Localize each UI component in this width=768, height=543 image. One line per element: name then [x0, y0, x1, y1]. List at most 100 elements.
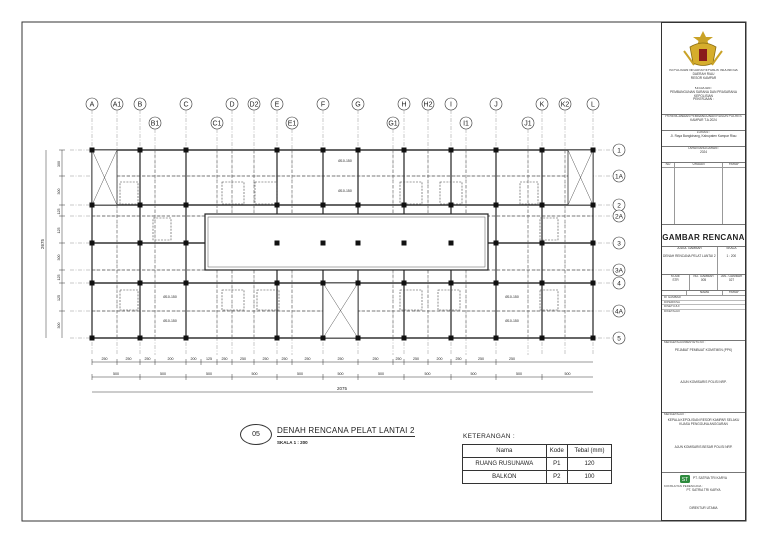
revision-block: NO URAIAN PARAF	[662, 163, 745, 225]
kegiatan-value: PEMBANGUNAN SARANA DAN PRASARANA KEPOLIS…	[670, 89, 737, 98]
grid-label-column: D2	[250, 102, 259, 109]
column	[448, 240, 454, 246]
dimension-bottom-1: 250	[282, 357, 288, 361]
central-void	[204, 213, 489, 271]
grid-bubble-column	[586, 97, 600, 111]
room-outline	[399, 181, 423, 205]
column	[493, 335, 499, 341]
grid-label-column: G1	[388, 121, 397, 128]
dimension-bottom-1: 250	[509, 357, 515, 361]
dimension-bottom-2: 500	[160, 372, 166, 376]
mengetahui2-label: MENGETAHUI :	[664, 413, 686, 416]
grid-bubble-row	[612, 263, 626, 277]
grid-label-column: K	[540, 102, 545, 109]
legend-header-kode: Kode	[545, 444, 568, 458]
dimension-bottom-1: 250	[126, 357, 132, 361]
slab-rebar-label: Ø10-150	[338, 189, 352, 193]
grid-bubble-column	[421, 97, 435, 111]
column	[539, 280, 545, 286]
mengetahui-label: MENGETAHUI/MENYETUJUI :	[664, 341, 706, 344]
column	[493, 147, 499, 153]
column	[320, 202, 326, 208]
column	[448, 280, 454, 286]
column	[137, 147, 143, 153]
grid-bubble-column	[179, 97, 193, 111]
legend-title: KETERANGAN :	[463, 433, 515, 440]
column	[590, 280, 596, 286]
grid-label-row: 1A	[615, 174, 624, 181]
dimension-bottom-1: 250	[102, 357, 108, 361]
room-outline	[256, 289, 280, 311]
konsultan-logo-text: PT. SATRIA TRI KARYA	[693, 476, 727, 481]
slab-rebar-label: Ø10-150	[505, 295, 519, 299]
tahun-value: 2024	[699, 149, 708, 154]
dimension-bottom-2: 500	[425, 372, 431, 376]
grid-bubble-column	[351, 97, 365, 111]
room-outline	[254, 181, 278, 205]
judul-value: DENAH RENCANA PELAT LANTAI 2	[663, 253, 716, 258]
room-outline	[399, 289, 423, 311]
grid-bubble-column	[459, 116, 473, 130]
kepala-title: KEPALA KEPOLISIAN RESOR KAMPAR SELAKU KU…	[667, 417, 740, 426]
dimension-bottom-1: 250	[338, 357, 344, 361]
no-gambar-value: 005	[700, 277, 707, 282]
legend-tebal: 120	[566, 457, 613, 471]
dimension-left: 125	[57, 295, 61, 301]
column	[539, 147, 545, 153]
room-outline	[119, 181, 139, 205]
agency-line-2: DAERAH RIAU	[692, 71, 715, 76]
legend-header-row: Nama Kode Tebal (mm)	[462, 444, 613, 458]
column	[137, 240, 143, 246]
column	[137, 202, 143, 208]
column	[539, 240, 545, 246]
grid-bubble-column	[535, 97, 549, 111]
sheet-title: GAMBAR RENCANA	[662, 233, 745, 242]
column	[320, 240, 326, 246]
dimension-left: 125	[57, 275, 61, 281]
dimension-total-height: 2675	[40, 238, 45, 249]
column	[183, 202, 189, 208]
slab-rebar-label: Ø10-150	[338, 159, 352, 163]
kepala-sign: AJUN KOMISARIS BESAR POLISI NRP.	[674, 445, 733, 450]
legend-nama: BALKON	[462, 470, 547, 484]
column	[448, 202, 454, 208]
grid-bubble-column	[397, 97, 411, 111]
legend-nama: RUANG RUSUNAWA	[462, 457, 547, 471]
central-void-inner	[207, 216, 486, 268]
grid-label-row: 1	[617, 148, 621, 155]
column	[401, 147, 407, 153]
room-outline	[119, 289, 139, 311]
team-role: DIPERIKSA	[662, 300, 745, 306]
dimension-bottom-1: 200	[168, 357, 174, 361]
grid-bubble-row	[612, 276, 626, 290]
team-role: DI GAMBAR	[662, 295, 745, 301]
dimension-left: 300	[57, 255, 61, 261]
room-outline	[539, 217, 559, 241]
dimension-bottom-2: 500	[297, 372, 303, 376]
police-emblem-logo	[683, 31, 723, 66]
ppk-sign: AJUN KOMISARIS POLISI NRP.	[680, 379, 727, 384]
grid-bubble-column	[386, 116, 400, 130]
dimension-bottom-1: 250	[478, 357, 484, 361]
pekerjaan-label: PEKERJAAN :	[693, 97, 714, 102]
grid-label-column: L	[591, 102, 595, 109]
dimension-bottom-1: 250	[396, 357, 402, 361]
dimension-bottom-1: 250	[222, 357, 228, 361]
dimension-bottom-1: 250	[145, 357, 151, 361]
column	[448, 335, 454, 341]
column	[355, 202, 361, 208]
column	[89, 147, 95, 153]
grid-label-column: I	[450, 102, 452, 109]
column	[89, 280, 95, 286]
grid-bubble-column	[444, 97, 458, 111]
grid-label-column: J	[494, 102, 498, 109]
column	[137, 335, 143, 341]
room-outline	[152, 217, 172, 241]
grid-bubble-column	[521, 116, 535, 130]
grid-bubble-column	[270, 97, 284, 111]
dimension-left: 125	[57, 228, 61, 234]
svg-text:ST: ST	[682, 477, 688, 483]
column	[274, 335, 280, 341]
legend-kode: P2	[545, 470, 568, 484]
grid-label-column: D	[229, 102, 234, 109]
